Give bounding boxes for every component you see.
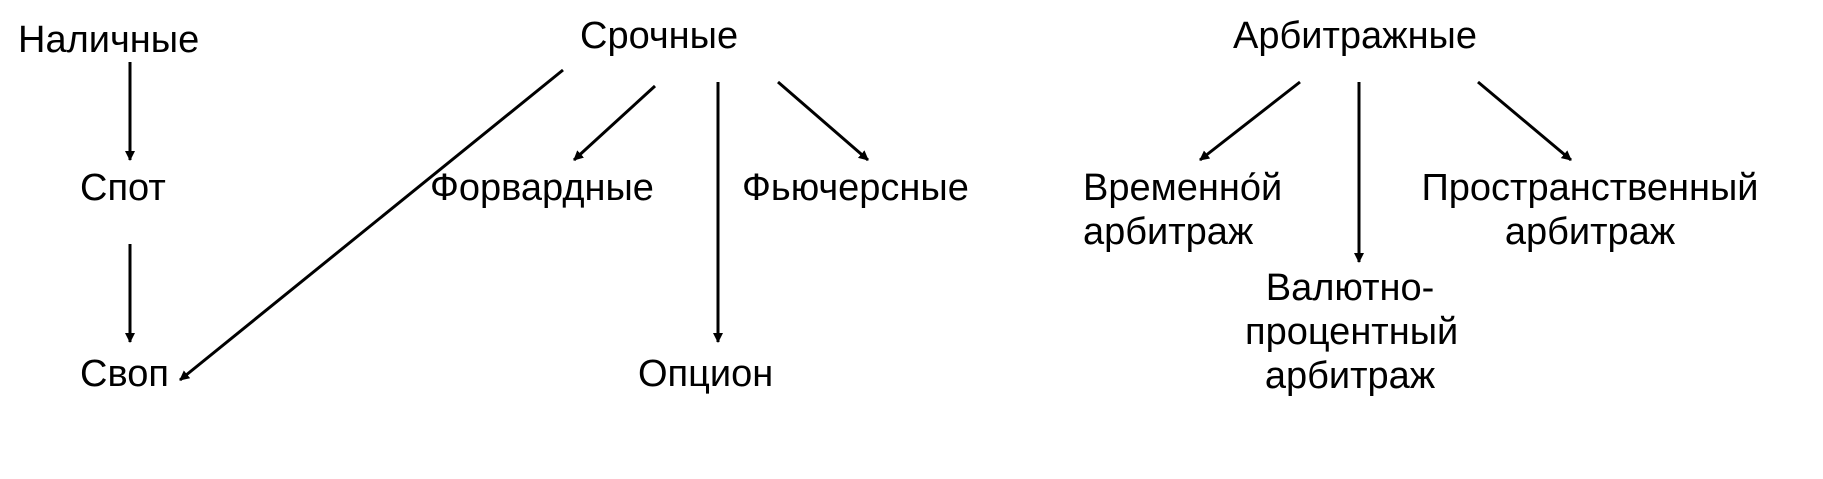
arrow-arbitrage-to-spatial-arbitrage — [1477, 80, 1572, 162]
node-option: Опцион — [638, 353, 774, 395]
currency-interest-line-1: Валютно- — [1265, 267, 1435, 309]
arrow-term-to-futures — [777, 80, 869, 162]
node-term: Срочные — [580, 15, 739, 57]
node-forward: Форвардные — [430, 167, 654, 209]
spatial-arbitrage-line-2: арбитраж — [1504, 211, 1676, 253]
currency-interest-line-2: процентный — [1245, 311, 1459, 353]
node-futures: Фьючерсные — [742, 167, 969, 209]
node-cash: Наличные — [18, 19, 200, 61]
arrow-term-to-forward — [572, 84, 657, 162]
arrow-arbitrage-to-time-arbitrage — [1199, 80, 1301, 162]
node-spatial-arbitrage: Пространственный арбитраж — [1380, 166, 1800, 254]
spatial-arbitrage-line-1: Пространственный — [1421, 167, 1759, 209]
currency-interest-line-3: арбитраж — [1264, 355, 1436, 397]
time-arbitrage-line-1: Временно́й — [1083, 167, 1283, 209]
arrow-term-to-swap — [179, 68, 564, 382]
node-spot: Спот — [80, 167, 166, 209]
node-currency-interest-arbitrage: Валютно- процентный арбитраж — [1245, 266, 1459, 398]
node-swap: Своп — [80, 353, 169, 395]
time-arbitrage-line-2: арбитраж — [1083, 211, 1254, 253]
node-time-arbitrage: Временно́й арбитраж — [1083, 166, 1282, 254]
node-arbitrage: Арбитражные — [1233, 15, 1477, 57]
